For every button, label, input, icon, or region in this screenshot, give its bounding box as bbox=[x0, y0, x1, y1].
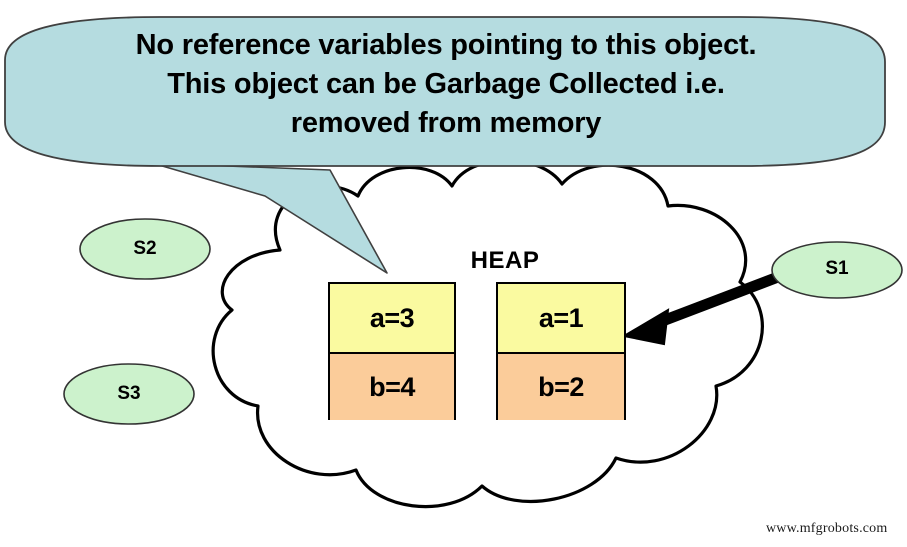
watermark: www.mfgrobots.com bbox=[766, 521, 888, 536]
heap-object-2: a=1 b=2 bbox=[496, 282, 626, 420]
callout-line-3: removed from memory bbox=[290, 107, 602, 139]
reference-arrow-s1 bbox=[621, 271, 780, 346]
speech-bubble-body bbox=[4, 16, 886, 167]
reference-label-s1: S1 bbox=[825, 258, 849, 279]
object-2-field-a: a=1 bbox=[498, 284, 624, 352]
object-1-field-b: b=4 bbox=[330, 352, 454, 420]
heap-label: HEAP bbox=[470, 247, 540, 274]
callout-text: No reference variables pointing to this … bbox=[18, 26, 874, 143]
reference-ellipse-s1 bbox=[771, 241, 903, 299]
reference-label-s3: S3 bbox=[117, 383, 141, 404]
object-1-field-a: a=3 bbox=[330, 284, 454, 352]
speech-bubble-shape bbox=[4, 16, 886, 274]
object-2-field-b: b=2 bbox=[498, 352, 624, 420]
reference-label-s2: S2 bbox=[133, 238, 157, 259]
callout-line-1: No reference variables pointing to this … bbox=[135, 29, 757, 61]
heap-object-1: a=3 b=4 bbox=[328, 282, 456, 420]
reference-ellipse-s3 bbox=[63, 363, 195, 425]
callout-line-2: This object can be Garbage Collected i.e… bbox=[167, 68, 725, 100]
reference-ellipse-s2 bbox=[79, 218, 211, 280]
